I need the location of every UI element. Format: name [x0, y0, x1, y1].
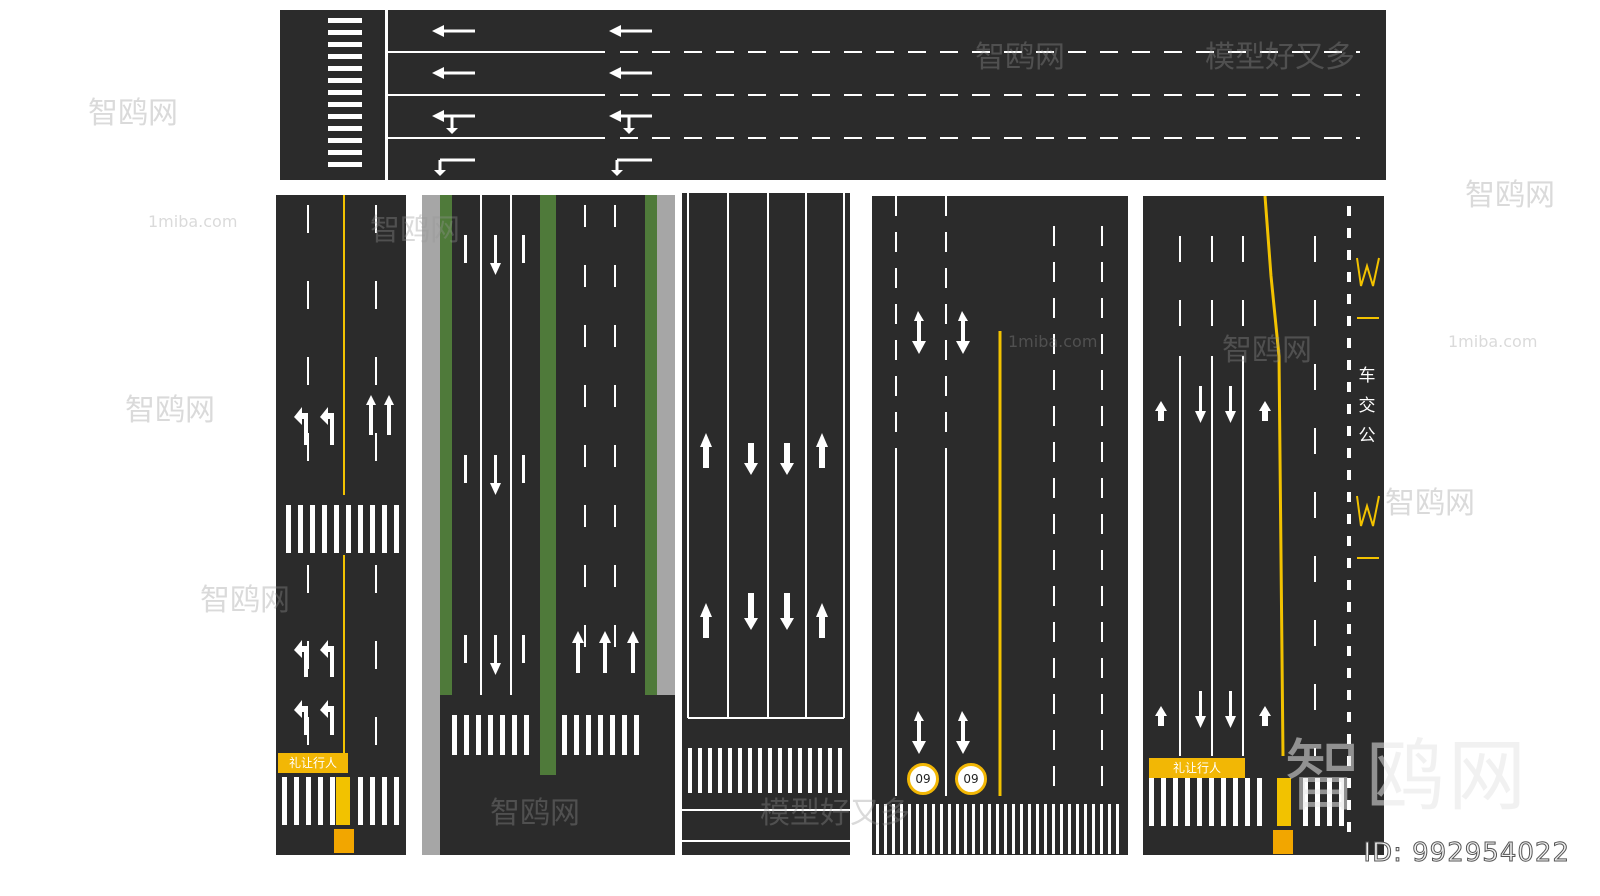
road-panel-4: 09 09 [872, 196, 1128, 855]
median-green [540, 195, 556, 775]
center-yellow-line [1263, 196, 1285, 757]
hatched-island [336, 777, 350, 825]
bus-lane-zigzag [1356, 257, 1380, 559]
left-curb [422, 195, 440, 855]
panel-4-markings [876, 196, 1119, 854]
left-green-strip [440, 195, 452, 695]
lane-lines [895, 456, 947, 796]
bus-lane-char-3: 公 [1358, 426, 1376, 446]
watermark-brand-3: 智鸥网 [1465, 178, 1555, 213]
right-curb [657, 195, 675, 695]
speed-limit-marking-2: 09 [955, 763, 987, 795]
crosswalk [1149, 778, 1344, 826]
road-panel-1: 礼让行人 [276, 195, 406, 855]
lane-dashes [307, 205, 377, 755]
right-green-strip [645, 195, 657, 695]
bike-sign [1273, 830, 1293, 854]
lane-dashes [895, 196, 1103, 796]
solid-lane-lines [388, 51, 605, 139]
watermark-brand-6: 智鸥网 [125, 393, 215, 428]
lane-dashes [584, 205, 616, 675]
crosswalk [688, 748, 842, 793]
yield-sign: 礼让行人 [278, 753, 348, 773]
bus-lane-char-1: 车 [1358, 366, 1376, 386]
road-panel-top [280, 10, 1386, 180]
lane-arrows [912, 311, 970, 754]
watermark-brand-2: 智鸥网 [88, 96, 178, 131]
lane-lines [480, 195, 512, 695]
speed-limit-marking-1: 09 [907, 763, 939, 795]
lane-dashes [1179, 236, 1316, 756]
watermark-brand-large: 智鸥网 [1283, 732, 1530, 822]
yield-sign: 礼让行人 [1149, 758, 1245, 778]
bike-sign [334, 829, 354, 853]
road-panel-3 [682, 193, 850, 855]
panel-1-markings [282, 195, 399, 853]
model-id-label: ID: 992954022 [1363, 838, 1570, 869]
lane-lines [1179, 356, 1244, 756]
lane-arrows [1155, 386, 1271, 728]
panel-3-markings [682, 193, 850, 842]
crosswalk-mid [286, 505, 399, 553]
crosswalk-bottom [282, 777, 399, 825]
stop-stripes [876, 804, 1119, 854]
turn-arrows [294, 395, 394, 735]
lane-arrows-left [432, 25, 475, 176]
bus-lane-char-2: 交 [1358, 396, 1376, 416]
panel-2-markings [422, 195, 675, 855]
zebra-crossing [328, 18, 362, 167]
bike-lane-lines [682, 809, 850, 842]
watermark-site-1: 1miba.com [148, 212, 238, 231]
crosswalk [452, 715, 639, 755]
watermark-brand-7: 智鸥网 [1385, 486, 1475, 521]
road-panel-5: 礼让行人 车 交 公 [1143, 196, 1384, 855]
hatched-island [1277, 778, 1291, 826]
bus-lane-text: 车 交 公 [1357, 361, 1377, 451]
lane-arrows-right [609, 25, 652, 176]
lane-lines [687, 193, 845, 719]
road-panel-2 [422, 195, 675, 855]
panel-5-markings [1149, 196, 1380, 854]
lane-arrows [700, 433, 828, 638]
lane-arrows [464, 235, 639, 675]
stop-line [385, 10, 388, 180]
dashed-lane-lines [620, 51, 1360, 139]
watermark-site-3: 1miba.com [1448, 332, 1538, 351]
top-road-markings [328, 10, 1360, 180]
